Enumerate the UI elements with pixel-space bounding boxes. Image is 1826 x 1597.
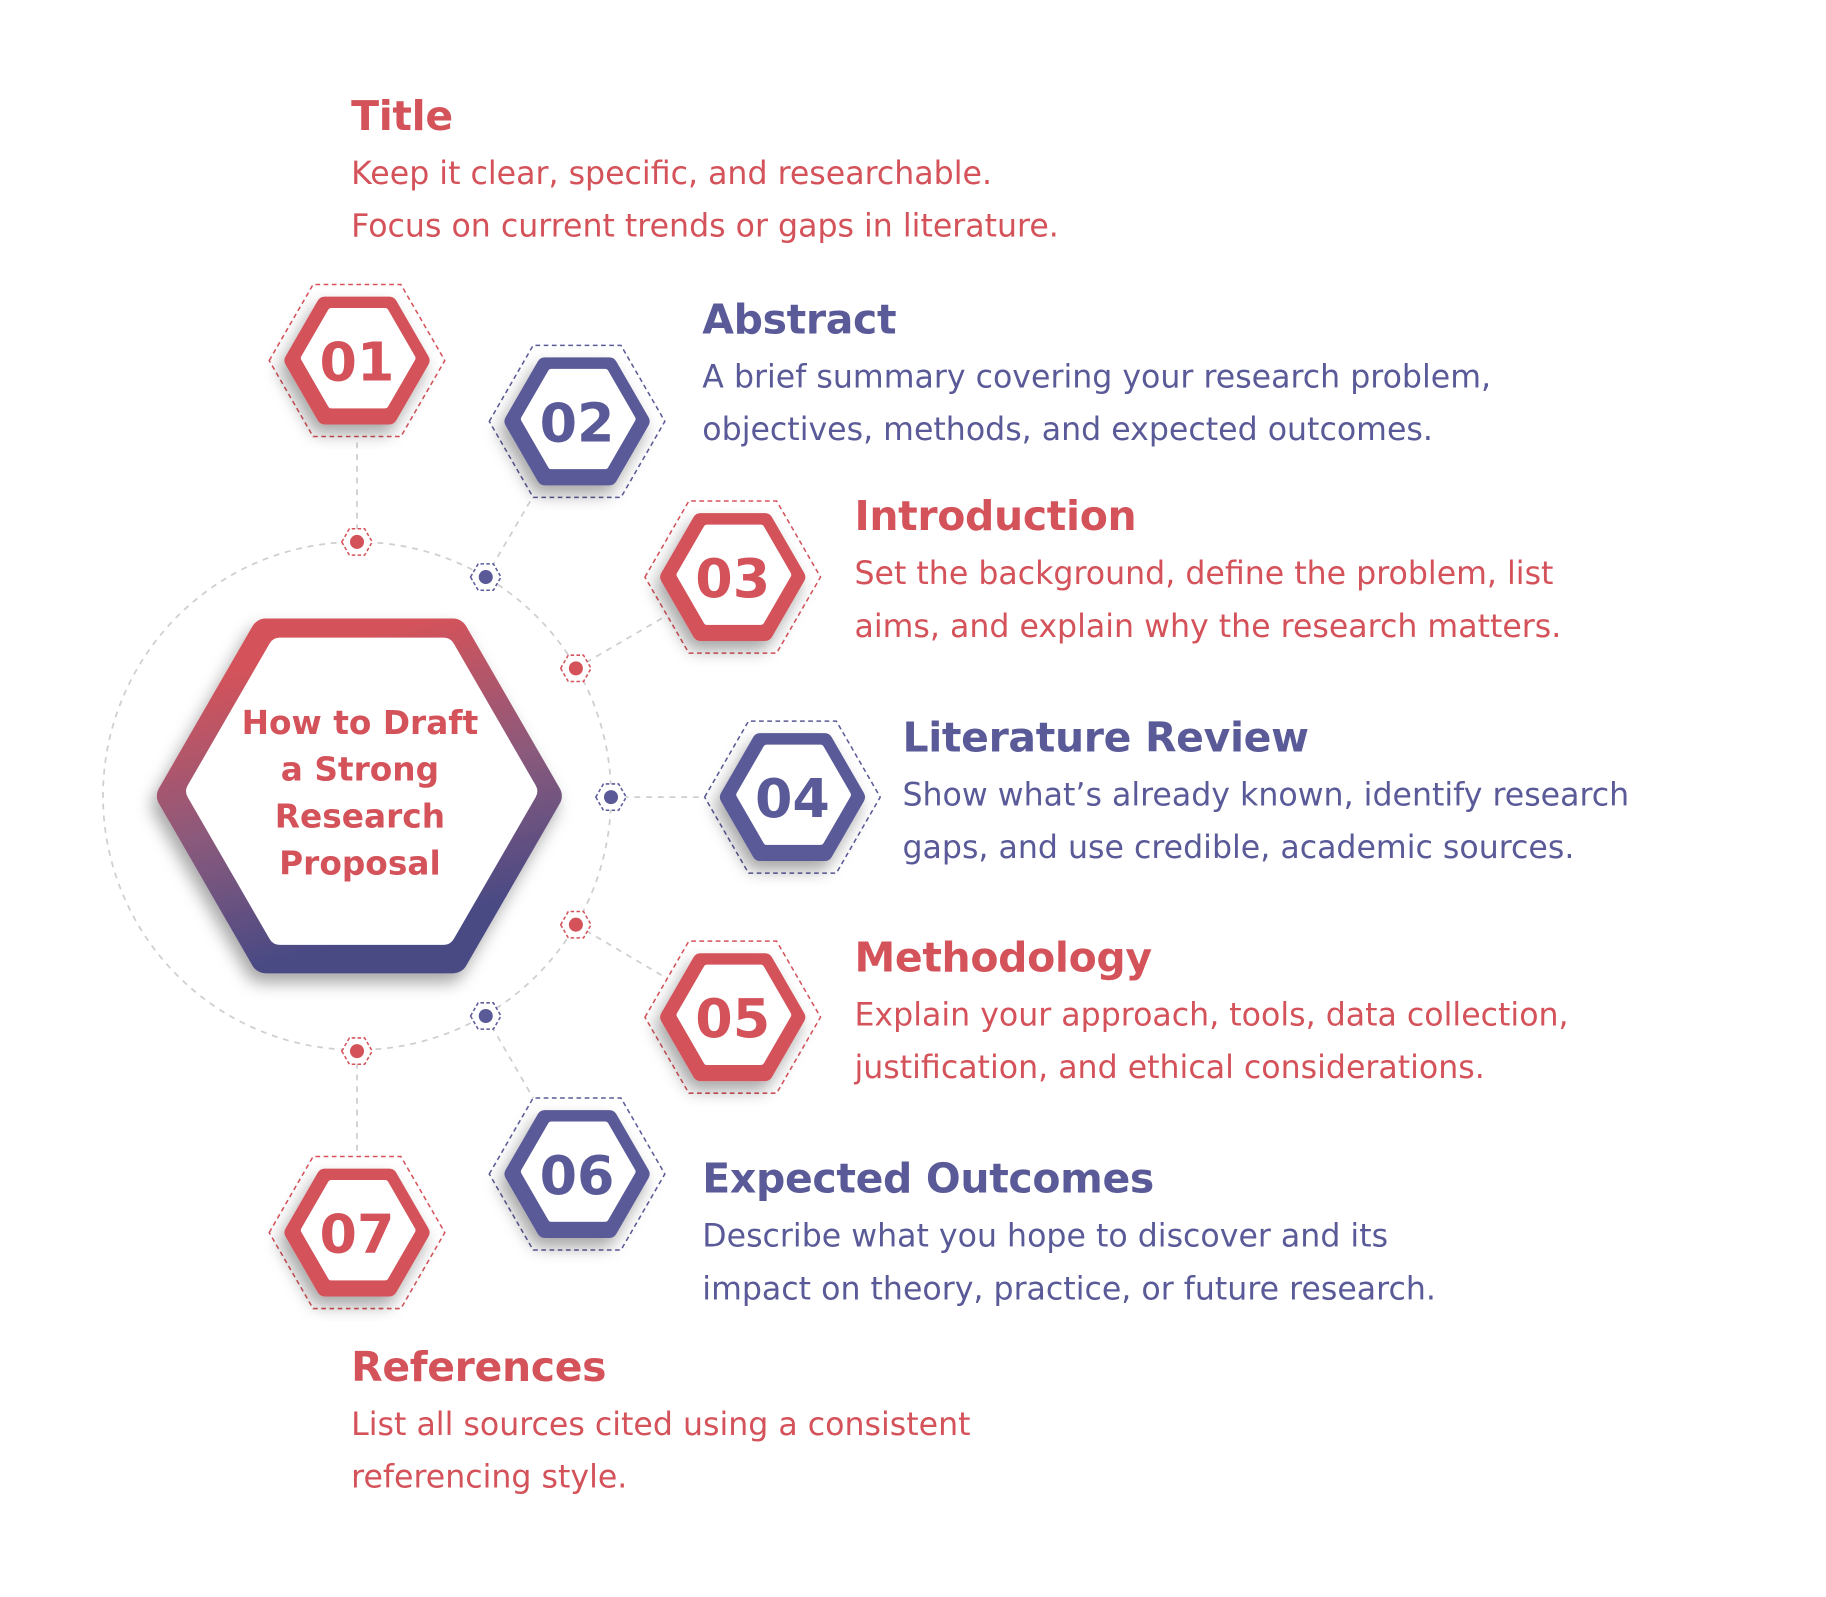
step-desc-line: aims, and explain why the research matte… (854, 608, 1562, 645)
step-desc-line: Set the background, define the problem, … (854, 555, 1554, 593)
step-desc-line: Explain your approach, tools, data colle… (854, 997, 1569, 1034)
number-hexagon-fill (300, 308, 416, 409)
center-hexagon-fill (186, 637, 538, 945)
step-heading: Expected Outcomes (702, 1156, 1154, 1204)
center-title-line: Research (274, 797, 446, 836)
step-desc-line: justification, and ethical consideration… (854, 1049, 1485, 1087)
step-node-02: 02 (469, 344, 666, 591)
step-desc-line: Show what’s already known, identify rese… (902, 777, 1630, 814)
node-dot (349, 1044, 365, 1059)
step-node-06: 06 (469, 1002, 666, 1251)
step-node-05: 05 (559, 910, 822, 1094)
number-hexagon-fill (676, 964, 792, 1065)
step-desc-line: List all sources cited using a consisten… (351, 1406, 971, 1444)
step-heading: References (351, 1344, 607, 1392)
step-introduction: Introduction Set the background, define … (854, 492, 1561, 654)
step-abstract: Abstract A brief summary covering your r… (702, 295, 1491, 457)
step-desc-line: A brief summary covering your research p… (702, 359, 1492, 396)
step-desc-line: Describe what you hope to discover and i… (702, 1218, 1389, 1255)
step-literature-review: Literature Review Show what’s already kn… (902, 713, 1629, 875)
step-node-03: 03 (559, 500, 822, 683)
step-number: 05 (695, 987, 770, 1050)
node-dot (603, 790, 619, 805)
step-title: Title Keep it clear, specific, and resea… (351, 91, 1059, 253)
step-number: 02 (540, 391, 615, 454)
step-node-01: 01 (268, 283, 446, 556)
step-desc-line: Focus on current trends or gaps in liter… (351, 208, 1059, 245)
number-hexagon-fill (676, 524, 792, 625)
center-hexagon (156, 618, 562, 974)
step-heading: Title (351, 93, 453, 141)
step-node-04: 04 (594, 720, 882, 874)
step-methodology: Methodology Explain your approach, tools… (854, 933, 1568, 1095)
center-title: How to Draft a Strong Research Proposal (199, 700, 521, 887)
node-dot (478, 570, 493, 585)
step-number: 07 (320, 1202, 395, 1265)
node-dot (478, 1008, 493, 1024)
node-dot (568, 661, 583, 676)
step-number: 01 (320, 330, 395, 393)
step-number: 06 (540, 1144, 615, 1207)
step-heading: Abstract (702, 297, 897, 345)
number-hexagon-fill (520, 368, 636, 470)
step-number: 03 (695, 547, 770, 610)
step-desc-line: Keep it clear, specific, and researchabl… (351, 155, 992, 192)
center-title-line: a Strong (280, 750, 440, 789)
step-heading: Literature Review (902, 715, 1309, 762)
node-dot (349, 534, 365, 549)
node-dot (568, 917, 583, 932)
step-desc-line: impact on theory, practice, or future re… (702, 1271, 1436, 1308)
step-desc-line: referencing style. (351, 1459, 628, 1496)
center-title-line: Proposal (279, 843, 441, 883)
step-references: References List all sources cited using … (351, 1343, 970, 1505)
number-hexagon-fill (300, 1180, 416, 1281)
number-hexagon-fill (520, 1121, 636, 1222)
step-node-07: 07 (268, 1037, 446, 1310)
step-number: 04 (755, 767, 830, 830)
step-desc-line: gaps, and use credible, academic sources… (902, 829, 1575, 867)
step-desc-line: objectives, methods, and expected outcom… (702, 412, 1433, 449)
number-hexagon-fill (736, 744, 851, 845)
center-title-line: How to Draft (241, 703, 479, 743)
step-expected-outcomes: Expected Outcomes Describe what you hope… (702, 1154, 1436, 1316)
step-heading: Methodology (854, 935, 1152, 983)
step-heading: Introduction (854, 493, 1137, 541)
